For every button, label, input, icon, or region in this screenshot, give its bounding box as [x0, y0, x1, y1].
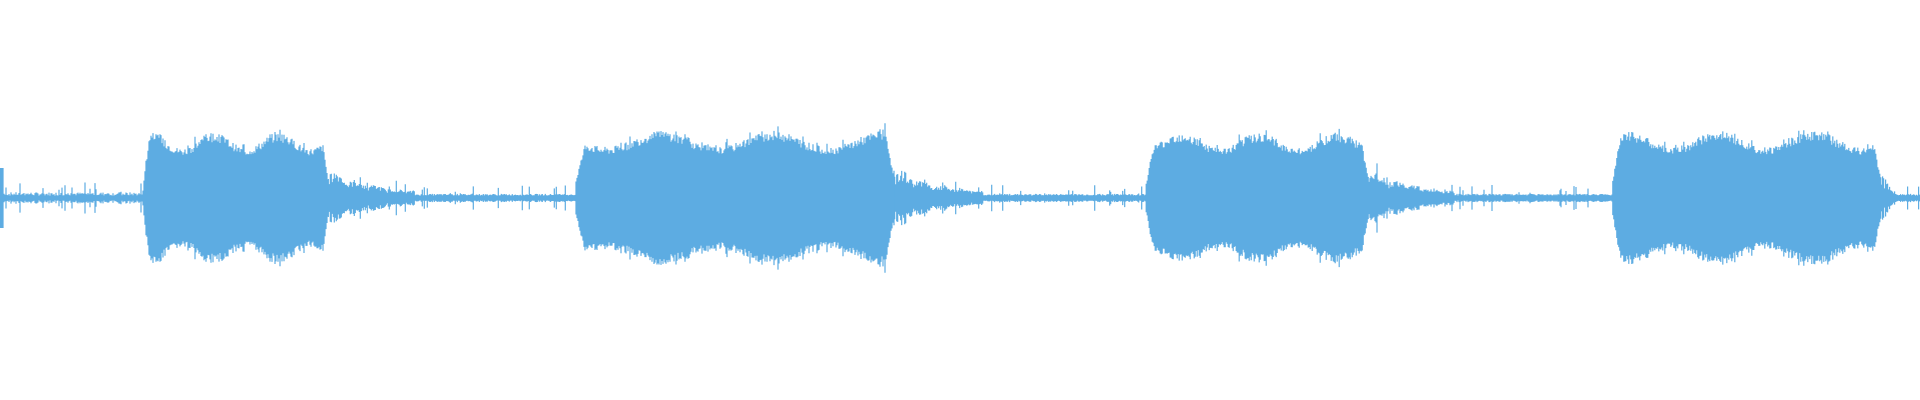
audio-waveform [0, 123, 1920, 273]
waveform-canvas [0, 123, 1920, 273]
